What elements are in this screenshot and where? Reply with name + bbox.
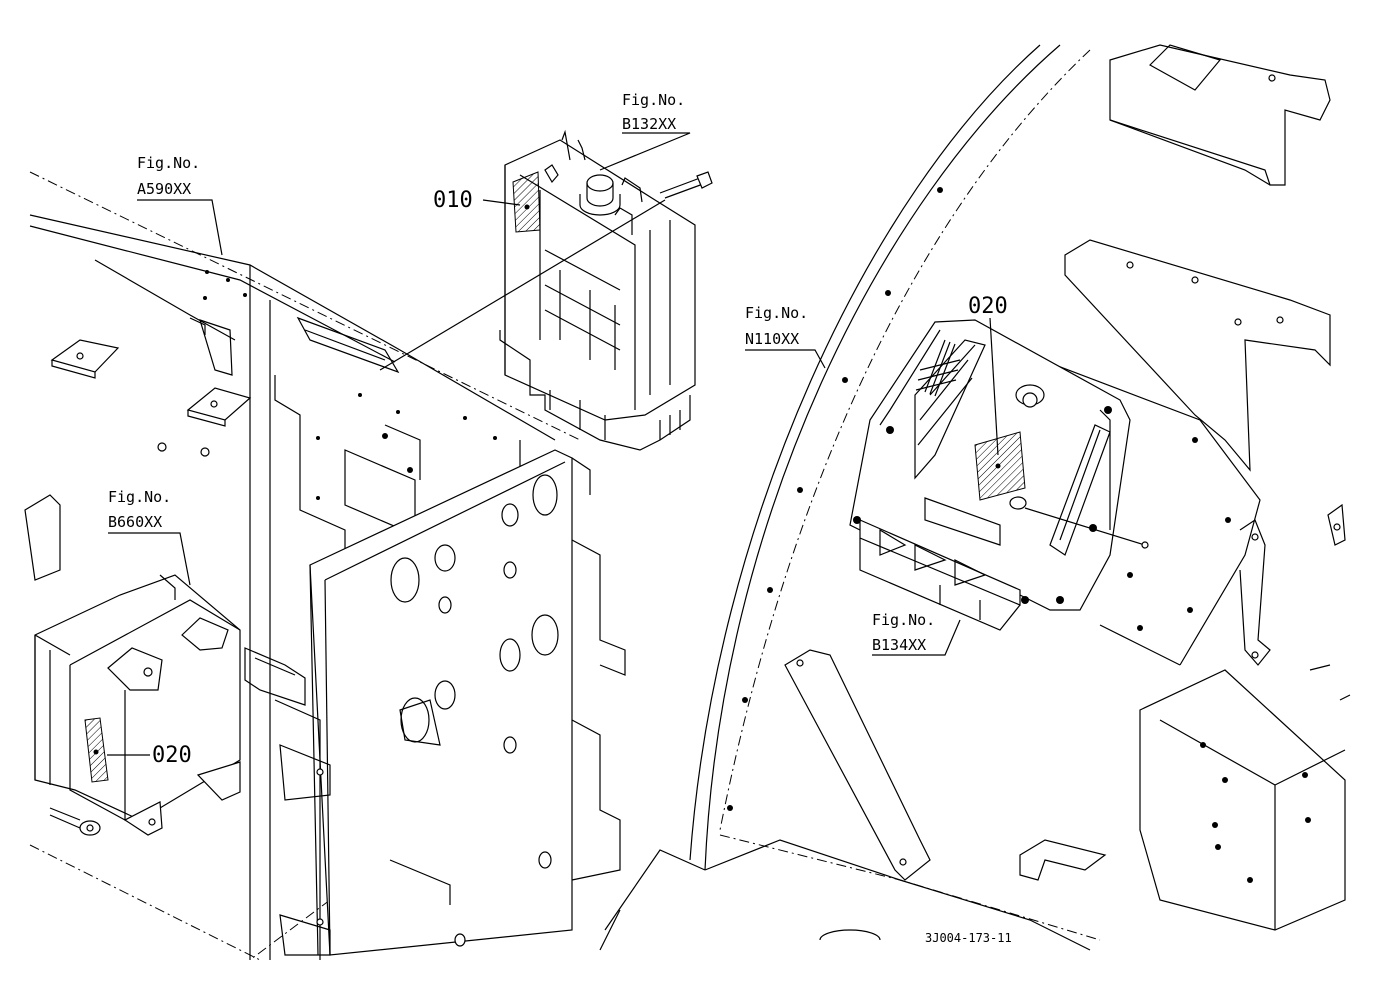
controller-020-left bbox=[24, 494, 241, 836]
mounting-plate bbox=[244, 449, 626, 960]
right-brackets bbox=[784, 44, 1351, 931]
fig-b134-line2: B134XX bbox=[872, 636, 926, 654]
fig-b660-line2: B660XX bbox=[108, 513, 162, 531]
mount-pads bbox=[50, 339, 252, 457]
plate-holes bbox=[390, 474, 559, 947]
main-frame bbox=[29, 171, 581, 961]
part-number-010: 010 bbox=[433, 188, 473, 213]
leader-lines bbox=[107, 132, 999, 756]
fig-b132-line1: Fig.No. bbox=[622, 91, 685, 109]
part-number-020-right: 020 bbox=[968, 294, 1008, 319]
fig-a590-line2: A590XX bbox=[137, 180, 191, 198]
fig-n110-line1: Fig.No. bbox=[745, 304, 808, 322]
controller-020-right bbox=[849, 319, 1261, 666]
fig-n110-line2: N110XX bbox=[745, 330, 799, 348]
part-number-020-left: 020 bbox=[152, 743, 192, 768]
fig-b660-line1: Fig.No. bbox=[108, 488, 171, 506]
arc-chassis bbox=[599, 44, 1101, 951]
callout-labels: Fig.No. A590XX Fig.No. B132XX Fig.No. B6… bbox=[108, 91, 1012, 945]
controller-010 bbox=[379, 129, 713, 451]
fig-b134-line1: Fig.No. bbox=[872, 611, 935, 629]
fig-a590-line1: Fig.No. bbox=[137, 154, 200, 172]
fig-b132-line2: B132XX bbox=[622, 115, 676, 133]
drawing-code: 3J004-173-11 bbox=[925, 931, 1012, 945]
